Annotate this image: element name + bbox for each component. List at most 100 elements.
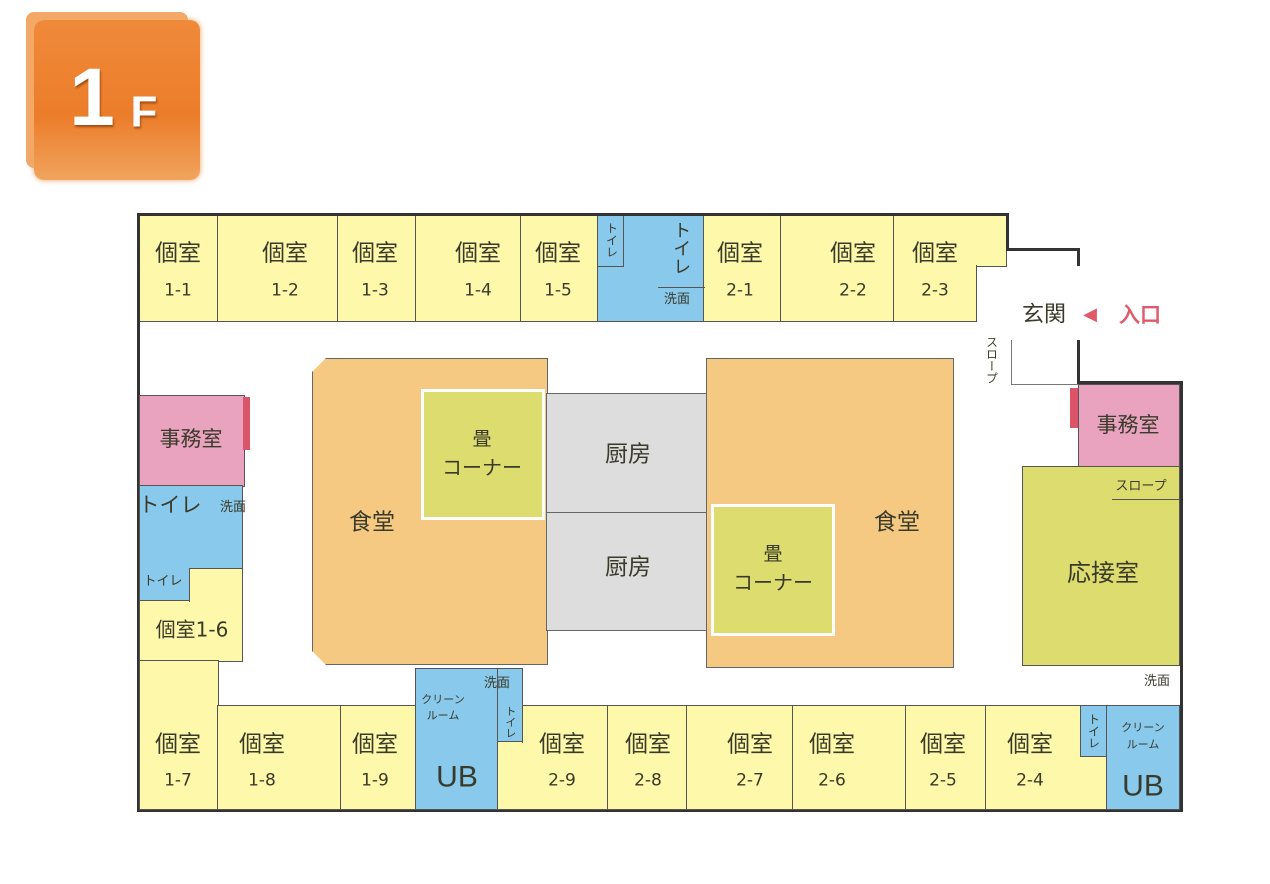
kitchen-label: 厨房 [605, 554, 651, 581]
tatami-label: 畳 [763, 543, 783, 566]
outer-wall [1006, 213, 1009, 250]
toilet-label: トイレ [1086, 713, 1101, 749]
room-number: 1-9 [361, 770, 389, 791]
room-label: 個室 [352, 240, 398, 267]
outer-wall [137, 213, 140, 812]
room-number: 2-3 [921, 280, 949, 301]
outer-wall [1077, 248, 1080, 266]
unit-bath-right[interactable] [1106, 705, 1180, 810]
room-1-5[interactable] [520, 215, 599, 322]
room-1-6-upper [189, 568, 243, 602]
room-number: 2-8 [634, 770, 662, 791]
entrance-label[interactable]: 入口 [1119, 302, 1161, 327]
toilet-label: トイレ [503, 705, 517, 739]
unit-bath-left[interactable] [415, 668, 499, 810]
room-number: 1-3 [361, 280, 389, 301]
room-number: 2-5 [929, 770, 957, 791]
room-label: 個室 [155, 240, 201, 267]
washroom-label: 洗面 [1143, 673, 1171, 689]
floor-unit: F [130, 87, 158, 137]
room-2-3-lower [893, 265, 977, 322]
room-1-9[interactable] [340, 705, 417, 810]
outer-wall [1077, 340, 1080, 384]
room-number: 2-4 [1016, 770, 1044, 791]
outer-wall [137, 809, 1183, 812]
kitchen-2[interactable] [546, 512, 708, 631]
washroom-label: 洗面 [219, 499, 247, 515]
room-number: 2-6 [818, 770, 846, 791]
office-label: 事務室 [1096, 412, 1160, 437]
kitchen-1[interactable] [546, 393, 708, 514]
room-label: 個室 [455, 240, 501, 267]
room-2-1[interactable] [703, 215, 782, 322]
room-number: 1-5 [544, 280, 572, 301]
entrance-hall-wall [1011, 340, 1079, 385]
entrance-hall-label: 玄関 [1021, 302, 1067, 328]
divider [658, 287, 705, 288]
toilet-label: トイレ [138, 492, 202, 517]
room-number: 1-1 [164, 280, 192, 301]
room-label: 個室 [717, 240, 763, 267]
kitchen-label: 厨房 [605, 441, 651, 468]
clean-room-label: クリーン [1121, 721, 1165, 735]
room-label: 個室 [920, 731, 966, 758]
dining-label: 食堂 [874, 509, 920, 536]
room-number: 1-4 [464, 280, 492, 301]
tatami-label: 畳 [472, 428, 492, 451]
tatami-label: コーナー [442, 455, 522, 480]
room-label: 個室 [625, 731, 671, 758]
room-label: 個室 [809, 731, 855, 758]
office-door [243, 397, 250, 450]
room-number: 1-2 [271, 280, 299, 301]
dining-label: 食堂 [349, 509, 395, 536]
toilet-right[interactable] [1080, 705, 1108, 757]
clean-room-label: クリーン [421, 693, 465, 707]
room-2-9[interactable] [497, 741, 609, 810]
clean-room-label: ルーム [426, 709, 460, 723]
room-1-1[interactable] [139, 215, 219, 322]
tatami-corner-left[interactable] [421, 389, 545, 520]
room-label: 個室 [539, 731, 585, 758]
floor-number: 1 [69, 51, 115, 143]
room-2-5[interactable] [905, 705, 987, 810]
slope-label: スロープ [984, 336, 999, 384]
room-label: 個室 [727, 731, 773, 758]
room-label: 個室 [912, 240, 958, 267]
clean-room-label: ルーム [1126, 738, 1160, 752]
unit-bath-label: UB [436, 760, 478, 794]
room-1-8[interactable] [217, 705, 342, 810]
room-1-2[interactable] [217, 215, 339, 322]
room-number: 1-8 [248, 770, 276, 791]
office-label: 事務室 [159, 426, 223, 451]
tatami-corner-right[interactable] [711, 504, 835, 636]
room-label: 個室 [1007, 731, 1053, 758]
room-label: 個室 [830, 240, 876, 267]
room-1-7[interactable] [139, 660, 219, 810]
washroom-label: 洗面 [663, 291, 691, 307]
outer-wall [137, 213, 1009, 216]
outer-wall [1006, 248, 1080, 251]
office-door [1070, 388, 1078, 428]
room-2-6[interactable] [792, 705, 907, 810]
room-2-7[interactable] [686, 705, 794, 810]
room-number: 2-9 [548, 770, 576, 791]
room-1-4[interactable] [415, 215, 522, 322]
entrance-arrow-icon: ◀ [1083, 303, 1097, 325]
room-1-3[interactable] [337, 215, 417, 322]
room-label: 個室 [262, 240, 308, 267]
room-2-2[interactable] [780, 215, 895, 322]
room-label: 個室 [239, 731, 285, 758]
unit-bath-label: UB [1122, 769, 1164, 803]
room-label: 個室 [155, 731, 201, 758]
outer-wall [1077, 381, 1183, 384]
room-number: 2-7 [736, 770, 764, 791]
room-label: 個室 [535, 240, 581, 267]
toilet-label: トイレ [670, 221, 692, 275]
small-toilet [597, 215, 624, 267]
slope-label: スロープ [1115, 478, 1167, 494]
toilet-label: トイレ [604, 222, 619, 258]
room-label: 個室 [352, 731, 398, 758]
toilet-label: トイレ [143, 573, 183, 589]
tatami-label: コーナー [733, 570, 813, 595]
room-number: 2-2 [839, 280, 867, 301]
